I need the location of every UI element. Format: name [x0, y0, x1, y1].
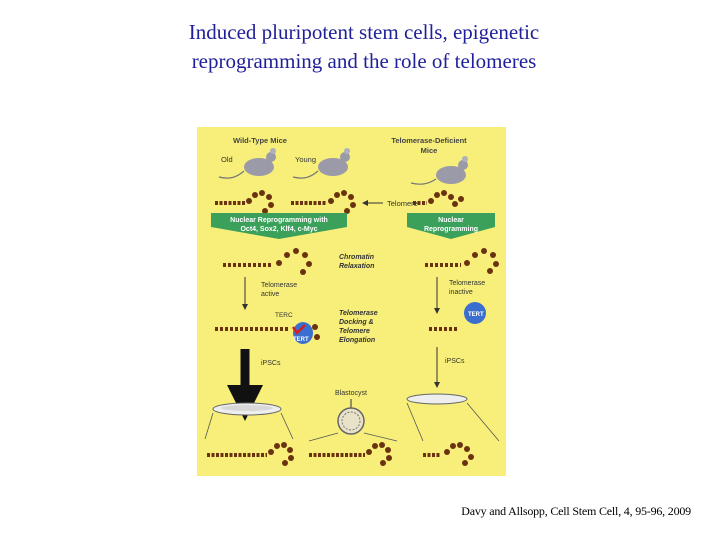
telomerase-deficient-label-2: Mice: [421, 146, 438, 155]
terc-marker: [291, 324, 306, 335]
mouse-icon-old: [218, 148, 276, 179]
relaxed-chromatin-wt: [223, 248, 312, 275]
young-label: Young: [295, 155, 316, 164]
tert-circle-wt: [293, 322, 313, 344]
telomerase-active-label-2: active: [261, 291, 279, 298]
tert-circle-td: [464, 302, 486, 324]
chromosome-strand-deficient: [413, 190, 464, 207]
nuclear-reprogramming-wt-line-1: Nuclear Reprogramming with: [230, 217, 328, 224]
ipscs-label-wt: iPSCs: [261, 360, 281, 367]
zoom-lines-blastocyst: [308, 432, 398, 442]
telomerase-deficient-label-1: Telomerase-Deficient: [391, 136, 467, 145]
telomere-label: Telomere: [387, 199, 418, 208]
docking-label-4: Elongation: [339, 337, 375, 344]
title-line-1: Induced pluripotent stem cells, epigenet…: [188, 20, 540, 44]
figure-svg: Wild-Type Mice Telomerase-Deficient Mice…: [197, 127, 506, 476]
telomere-docking-wt: [215, 322, 320, 344]
title-line-2: reprogramming and the role of telomeres: [191, 49, 537, 73]
docking-label-3: Telomere: [339, 328, 370, 335]
telomerase-active-label-1: Telomerase: [261, 282, 297, 289]
result-strand-td: [423, 442, 474, 466]
chromatin-label-2: Relaxation: [339, 263, 374, 270]
docking-label-1: Telomerase: [339, 310, 378, 317]
result-strand-wt: [207, 442, 294, 466]
mouse-icon-young: [292, 148, 350, 179]
chromosome-strand-old: [215, 190, 274, 214]
blastocyst-icon: [337, 407, 365, 435]
tert-label-td: TERT: [468, 312, 484, 318]
zoom-lines-wt: [204, 412, 294, 440]
nuclear-reprogramming-td-line-2: Reprogramming: [424, 226, 478, 233]
telomerase-inactive-label-1: Telomerase: [449, 280, 485, 287]
zoom-lines-td: [406, 402, 500, 442]
old-label: Old: [221, 155, 233, 164]
tert-label-wt: TERT: [293, 337, 309, 343]
nuclear-reprogramming-banner-wt: [211, 213, 347, 239]
chromosome-strand-young: [291, 190, 356, 214]
terc-label: TERC: [275, 312, 293, 319]
citation: Davy and Allsopp, Cell Stem Cell, 4, 95-…: [461, 504, 691, 518]
mouse-icon-telomerase-deficient: [410, 156, 468, 185]
telomere-td-no-elongation: [429, 302, 486, 331]
petri-dish-td: [406, 393, 468, 405]
relaxed-chromatin-td: [425, 248, 499, 274]
nuclear-reprogramming-banner-td: [407, 213, 495, 239]
ipscs-label-td: iPSCs: [445, 358, 465, 365]
nuclear-reprogramming-td-line-1: Nuclear: [438, 217, 464, 224]
blastocyst-label: Blastocyst: [335, 390, 367, 397]
telomere-reprogramming-figure: Wild-Type Mice Telomerase-Deficient Mice…: [197, 127, 506, 476]
telomerase-inactive-label-2: inactive: [449, 289, 473, 296]
docking-label-2: Docking &: [339, 319, 374, 326]
result-strand-blastocyst: [309, 442, 392, 466]
slide-title: Induced pluripotent stem cells, epigenet…: [0, 18, 720, 76]
wild-type-mice-label: Wild-Type Mice: [233, 136, 287, 145]
petri-dish-wt: [212, 402, 282, 416]
chromatin-label-1: Chromatin: [339, 254, 374, 261]
nuclear-reprogramming-wt-line-2: Oct4, Sox2, Klf4, c-Myc: [240, 226, 317, 233]
